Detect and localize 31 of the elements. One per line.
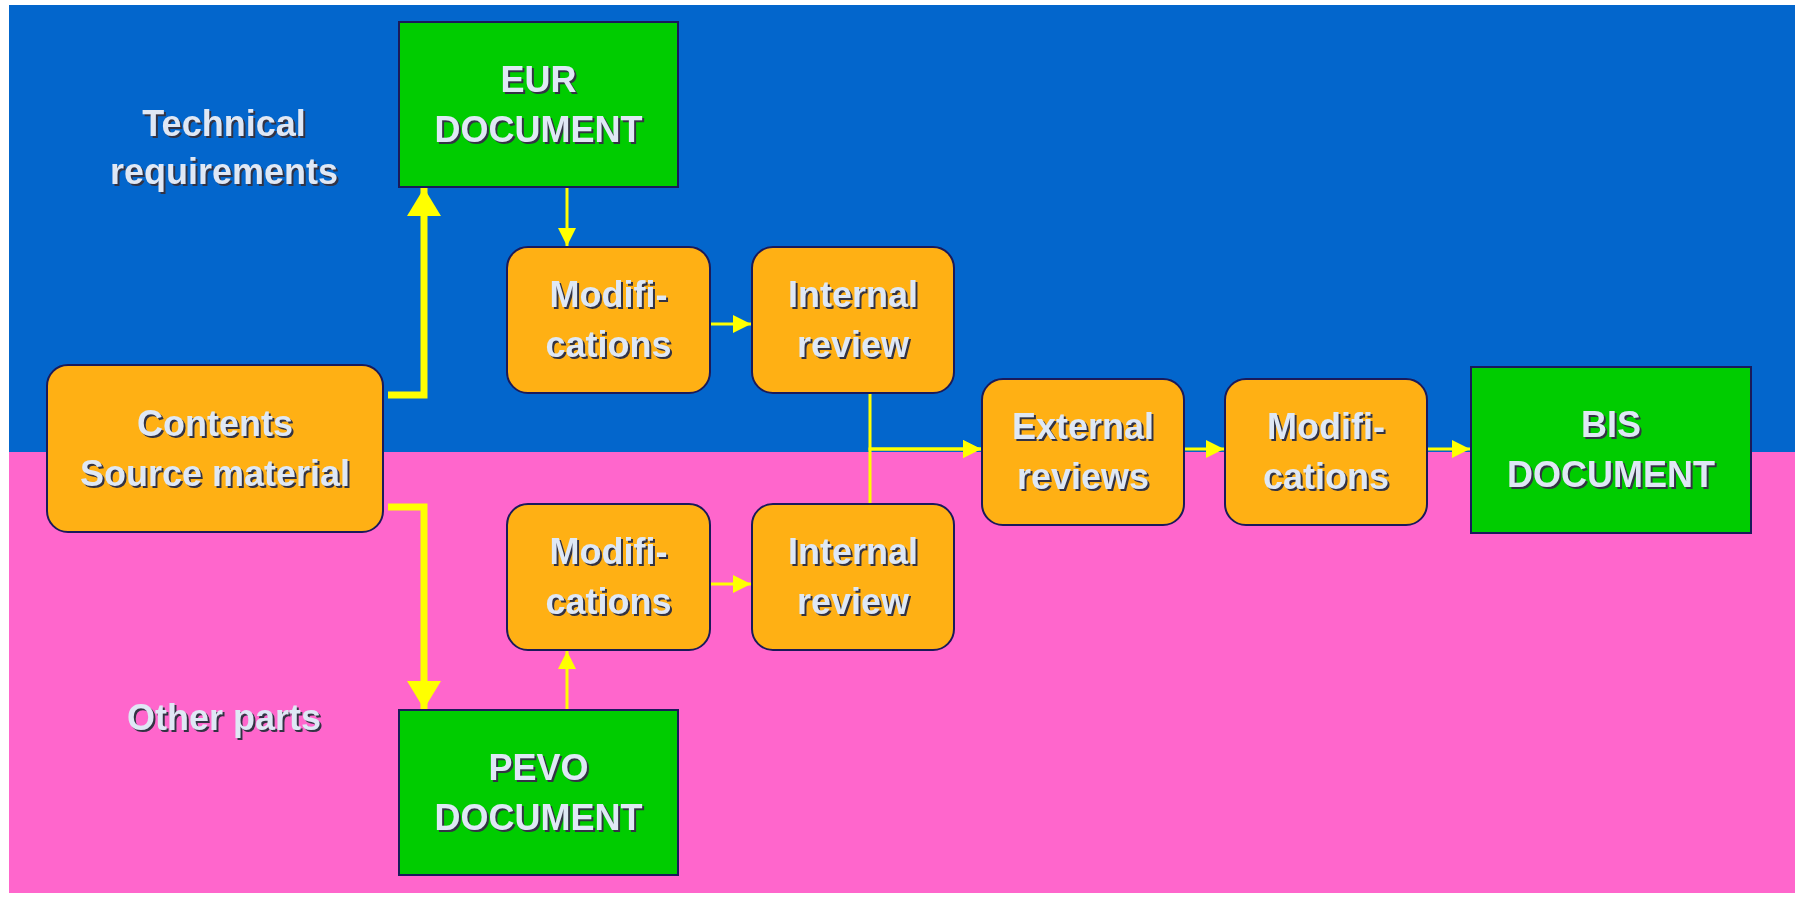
process-box [981,378,1185,526]
process-box [1224,378,1428,526]
arrow [1428,440,1470,458]
arrow [711,315,751,333]
arrow [868,440,981,503]
arrow [711,575,751,593]
box-label: Modifi- cations [544,273,673,367]
document-box [398,21,679,188]
box-label: PEVO DOCUMENT [433,745,644,840]
band-label: Technical requirements [108,102,340,194]
process-box [751,503,955,651]
band-background [9,452,1795,893]
box-label: External reviews [1010,405,1156,499]
process-box [506,503,711,651]
box-label: Internal review [787,530,919,624]
document-box [1470,366,1752,534]
arrow [558,651,576,709]
band-label: Other parts [125,696,322,740]
box-label: EUR DOCUMENT [433,57,644,152]
band-background [9,5,1795,452]
box-label: Modifi- cations [544,530,673,624]
box-label: Contents Source material [78,401,352,496]
arrow [1185,440,1224,458]
process-box [46,364,384,533]
box-label: BIS DOCUMENT [1506,403,1716,497]
process-box [506,246,711,394]
arrow [558,188,576,246]
process-box [751,246,955,394]
box-label: Modifi- cations [1261,405,1390,499]
document-box [398,709,679,876]
box-label: Internal review [787,273,919,367]
